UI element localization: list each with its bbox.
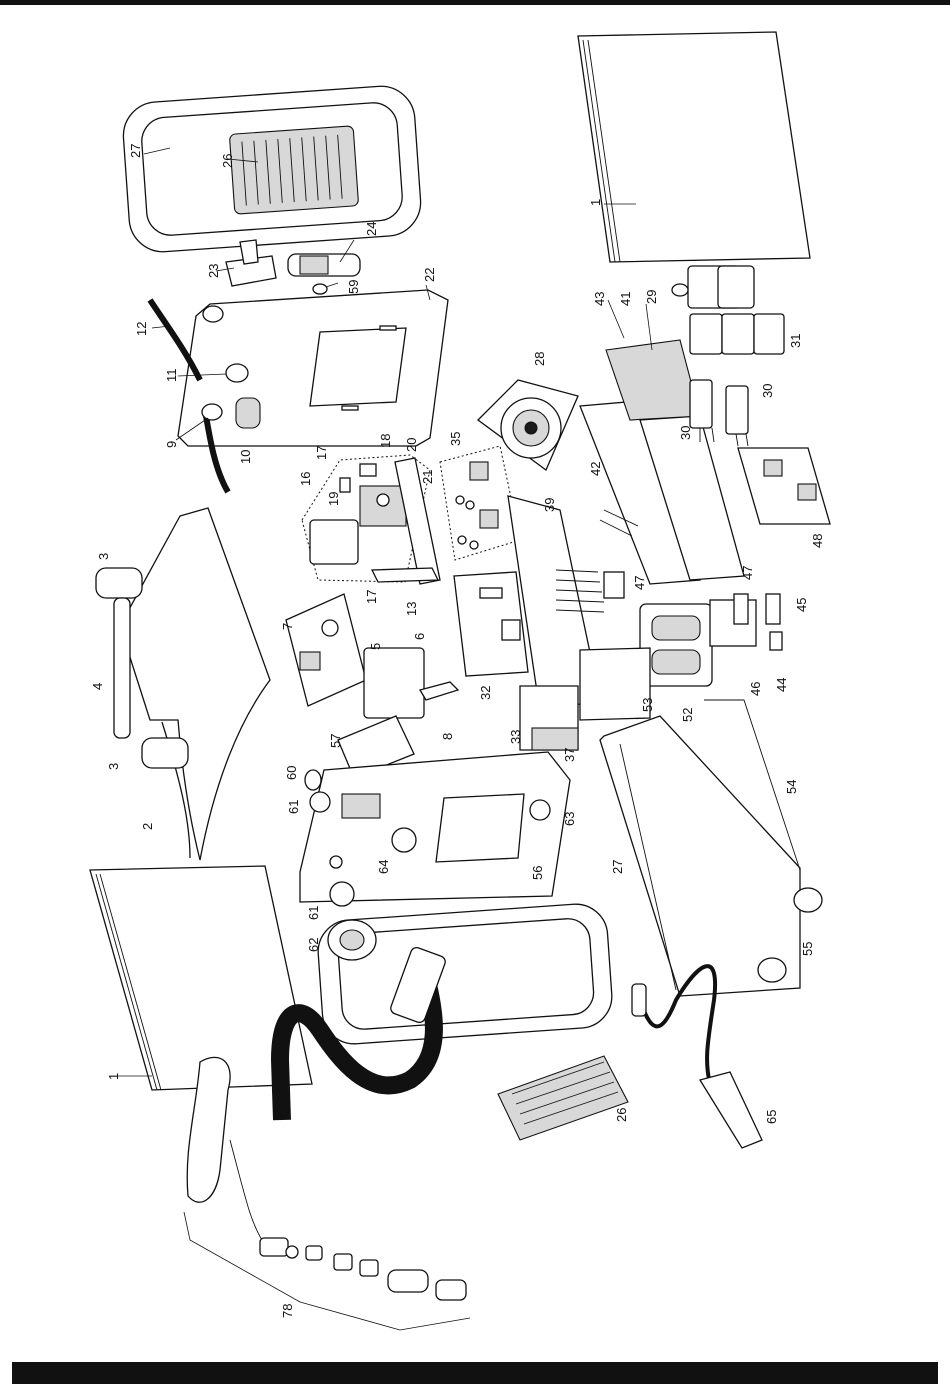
bottom-bar bbox=[12, 1362, 938, 1384]
callout-39: 39 bbox=[542, 498, 557, 512]
callout-48: 48 bbox=[810, 534, 825, 548]
callout-7: 7 bbox=[280, 623, 295, 630]
callout-2: 2 bbox=[140, 823, 155, 830]
callout-61a: 61 bbox=[286, 800, 301, 814]
callout-43: 43 bbox=[592, 292, 607, 306]
callout-54: 54 bbox=[784, 780, 799, 794]
callout-37: 37 bbox=[562, 748, 577, 762]
callout-29: 29 bbox=[644, 290, 659, 304]
callout-19: 19 bbox=[326, 492, 341, 506]
callout-55: 55 bbox=[800, 942, 815, 956]
callout-12: 12 bbox=[134, 322, 149, 336]
callout-64: 64 bbox=[376, 860, 391, 874]
callout-30a: 30 bbox=[760, 384, 775, 398]
callout-44: 44 bbox=[774, 678, 789, 692]
callout-1b: 1 bbox=[106, 1073, 121, 1080]
callout-46: 46 bbox=[748, 682, 763, 696]
callout-27a: 27 bbox=[128, 144, 143, 158]
callout-41: 41 bbox=[618, 292, 633, 306]
callout-1a: 1 bbox=[588, 199, 603, 206]
callout-62: 62 bbox=[306, 938, 321, 952]
callout-47a: 47 bbox=[740, 566, 755, 580]
callout-61b: 61 bbox=[306, 906, 321, 920]
callout-11: 11 bbox=[164, 369, 179, 383]
callout-45: 45 bbox=[794, 598, 809, 612]
callout-30b: 30 bbox=[678, 426, 693, 440]
callout-18: 18 bbox=[378, 434, 393, 448]
callout-8: 8 bbox=[440, 733, 455, 740]
callout-47b: 47 bbox=[632, 576, 647, 590]
callout-21: 21 bbox=[420, 470, 435, 484]
callout-17b: 17 bbox=[364, 590, 379, 604]
callout-26a: 26 bbox=[220, 154, 235, 168]
callout-27b: 27 bbox=[610, 860, 625, 874]
callout-65: 65 bbox=[764, 1110, 779, 1124]
callout-10: 10 bbox=[238, 450, 253, 464]
callout-31: 31 bbox=[788, 334, 803, 348]
callout-42: 42 bbox=[588, 462, 603, 476]
callout-22: 22 bbox=[422, 268, 437, 282]
callout-9: 9 bbox=[164, 441, 179, 448]
callout-53: 53 bbox=[640, 698, 655, 712]
callout-3b: 3 bbox=[106, 763, 121, 770]
callout-78: 78 bbox=[280, 1304, 295, 1318]
callout-28: 28 bbox=[532, 352, 547, 366]
callout-56: 56 bbox=[530, 866, 545, 880]
callout-16: 16 bbox=[298, 472, 313, 486]
callout-33: 33 bbox=[508, 730, 523, 744]
callout-6: 6 bbox=[412, 633, 427, 640]
callout-24: 24 bbox=[364, 222, 379, 236]
callout-59: 59 bbox=[346, 280, 361, 294]
callout-20: 20 bbox=[404, 438, 419, 452]
callout-32: 32 bbox=[478, 686, 493, 700]
callout-26b: 26 bbox=[614, 1108, 629, 1122]
callout-17a: 17 bbox=[314, 446, 329, 460]
callout-4: 4 bbox=[90, 683, 105, 690]
callout-13: 13 bbox=[404, 602, 419, 616]
callout-3a: 3 bbox=[96, 553, 111, 560]
callout-52: 52 bbox=[680, 708, 695, 722]
callout-57: 57 bbox=[328, 734, 343, 748]
callout-23: 23 bbox=[206, 264, 221, 278]
callout-60: 60 bbox=[284, 766, 299, 780]
callout-35: 35 bbox=[448, 432, 463, 446]
callout-63: 63 bbox=[562, 812, 577, 826]
callout-5: 5 bbox=[368, 643, 383, 650]
